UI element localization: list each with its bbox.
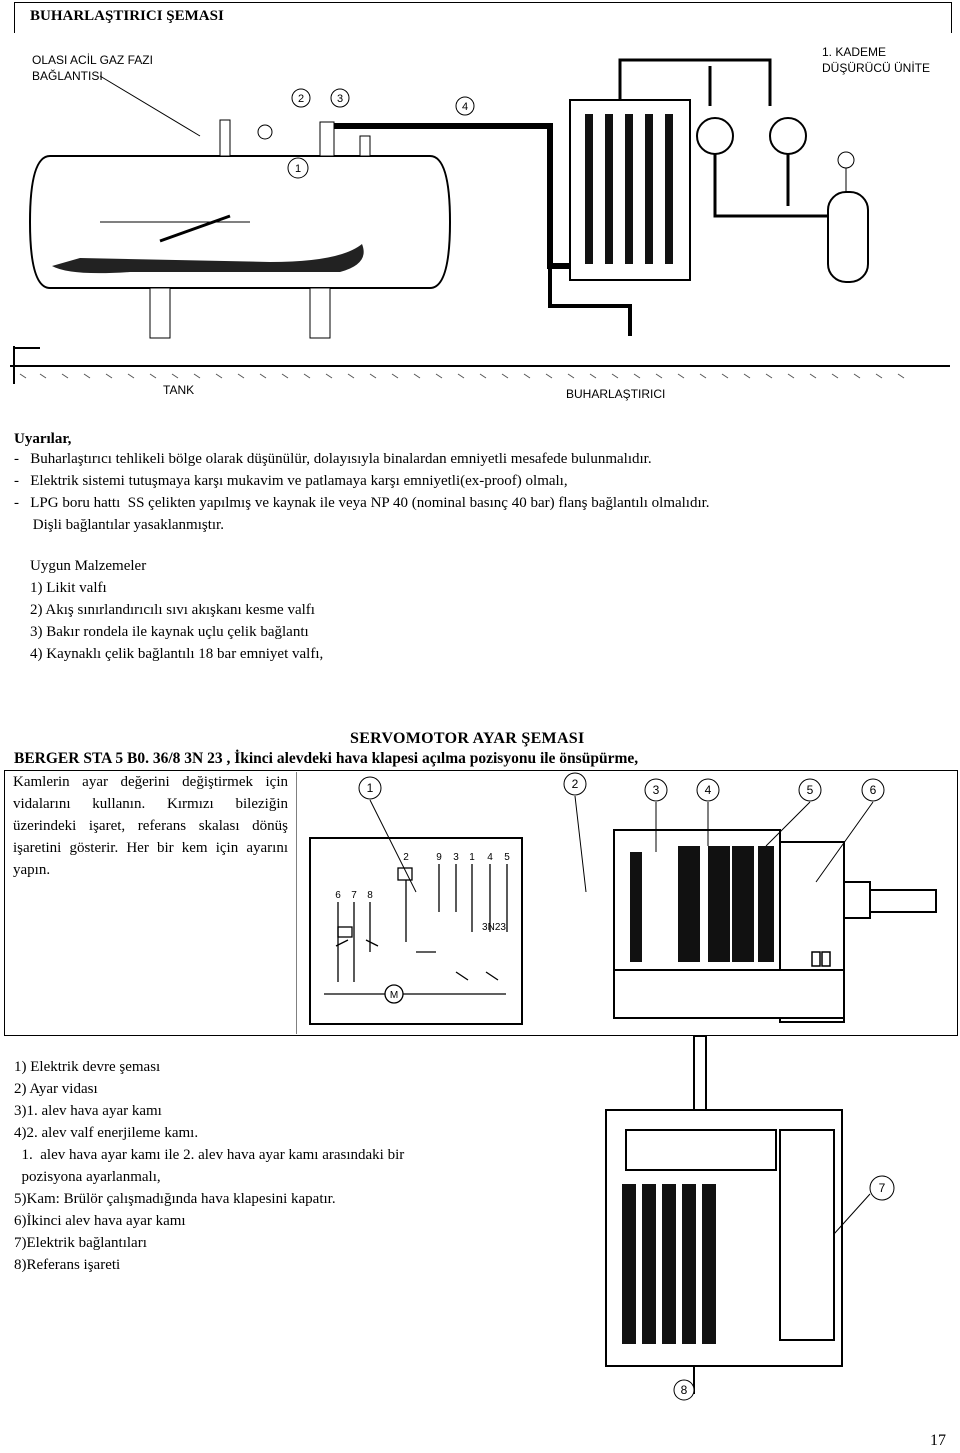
reducer-label-line2: DÜŞÜRÜCÜ ÜNİTE: [822, 61, 930, 75]
servomotor-front-drawing: 7 8: [605, 1035, 895, 1401]
circuit-num: 6: [335, 890, 341, 901]
vaporizer-diagram: 1 2 3 4 OLASI ACİL GAZ FAZI BAĞLANTISI 1…: [10, 45, 950, 401]
legend-item: pozisyona ayarlanmalı,: [14, 1169, 161, 1185]
callout-4: 4: [462, 101, 468, 113]
callout-2: 2: [298, 93, 304, 105]
servo-callout-5: 5: [807, 783, 814, 797]
page-number: 17: [930, 1432, 946, 1449]
legend-item: 6)İkinci alev hava ayar kamı: [14, 1213, 186, 1229]
legend-item: 1. alev hava ayar kamı ile 2. alev hava …: [14, 1147, 405, 1163]
emergency-label-line2: BAĞLANTISI: [32, 68, 103, 83]
material-item: 1) Likit valfı: [30, 580, 107, 596]
callout-1: 1: [295, 163, 301, 175]
circuit-num: 2: [403, 852, 409, 863]
servo-instructions: Kamlerin ayar değerini değiştirmek için …: [13, 774, 288, 878]
servo-title: SERVOMOTOR AYAR ŞEMASI: [350, 730, 585, 747]
circuit-num: 7: [351, 890, 357, 901]
material-item: 3) Bakır rondela ile kaynak uçlu çelik b…: [30, 624, 309, 640]
legend-item: 7)Elektrik bağlantıları: [14, 1235, 147, 1251]
warnings-heading: Uyarılar,: [14, 431, 72, 447]
legend-item: 3)1. alev hava ayar kamı: [14, 1103, 162, 1119]
front-callout-7: 7: [879, 1181, 886, 1195]
circuit-num: 1: [469, 852, 475, 863]
servo-callout-6: 6: [870, 783, 877, 797]
legend-item: 8)Referans işareti: [14, 1257, 121, 1273]
circuit-num: 9: [436, 852, 442, 863]
warning-item: - LPG boru hattı SS çelikten yapılmış ve…: [14, 495, 710, 511]
servo-callout-3: 3: [653, 783, 660, 797]
tank-label: TANK: [163, 383, 194, 397]
legend-item: 2) Ayar vidası: [14, 1081, 98, 1097]
servo-diagram: 2 9 3 1 4 5 6 7 8 3N23 M: [296, 772, 937, 1034]
circuit-num: 4: [487, 852, 493, 863]
legend-list: 1) Elektrik devre şeması 2) Ayar vidası …: [14, 1056, 554, 1276]
servo-frame: [4, 770, 958, 1036]
legend-item: 1) Elektrik devre şeması: [14, 1059, 161, 1075]
servo-callout-2: 2: [572, 777, 579, 791]
header-frame: [14, 2, 952, 33]
warning-item: - Elektrik sistemi tutuşmaya karşı mukav…: [14, 473, 568, 489]
warning-item: Dişli bağlantılar yasaklanmıştır.: [14, 517, 224, 533]
materials-section: Uygun Malzemeler 1) Likit valfı 2) Akış …: [30, 555, 323, 665]
page-title: BUHARLAŞTIRICI ŞEMASI: [30, 8, 224, 24]
vaporizer-label: BUHARLAŞTIRICI: [566, 387, 665, 401]
circuit-label: 3N23: [482, 922, 506, 933]
circuit-num: 3: [453, 852, 459, 863]
materials-heading: Uygun Malzemeler: [30, 558, 147, 574]
material-item: 4) Kaynaklı çelik bağlantılı 18 bar emni…: [30, 646, 324, 662]
servo-callout-4: 4: [705, 783, 712, 797]
servo-subtitle: BERGER STA 5 B0. 36/8 3N 23 , İkinci ale…: [14, 750, 639, 767]
emergency-label-line1: OLASI ACİL GAZ FAZI: [32, 53, 153, 67]
motor-label: M: [390, 990, 398, 1001]
servo-callout-1: 1: [367, 781, 374, 795]
material-item: 2) Akış sınırlandırıcılı sıvı akışkanı k…: [30, 602, 315, 618]
legend-item: 4)2. alev valf enerjileme kamı.: [14, 1125, 199, 1141]
warnings-list: - Buharlaştırıcı tehlikeli bölge olarak …: [14, 448, 710, 536]
circuit-num: 5: [504, 852, 510, 863]
circuit-num: 8: [367, 890, 373, 901]
warning-item: - Buharlaştırıcı tehlikeli bölge olarak …: [14, 451, 652, 467]
legend-item: 5)Kam: Brülör çalışmadığında hava klapes…: [14, 1191, 336, 1207]
front-callout-8: 8: [681, 1383, 688, 1397]
reducer-label-line1: 1. KADEME: [822, 45, 886, 59]
callout-3: 3: [337, 93, 343, 105]
